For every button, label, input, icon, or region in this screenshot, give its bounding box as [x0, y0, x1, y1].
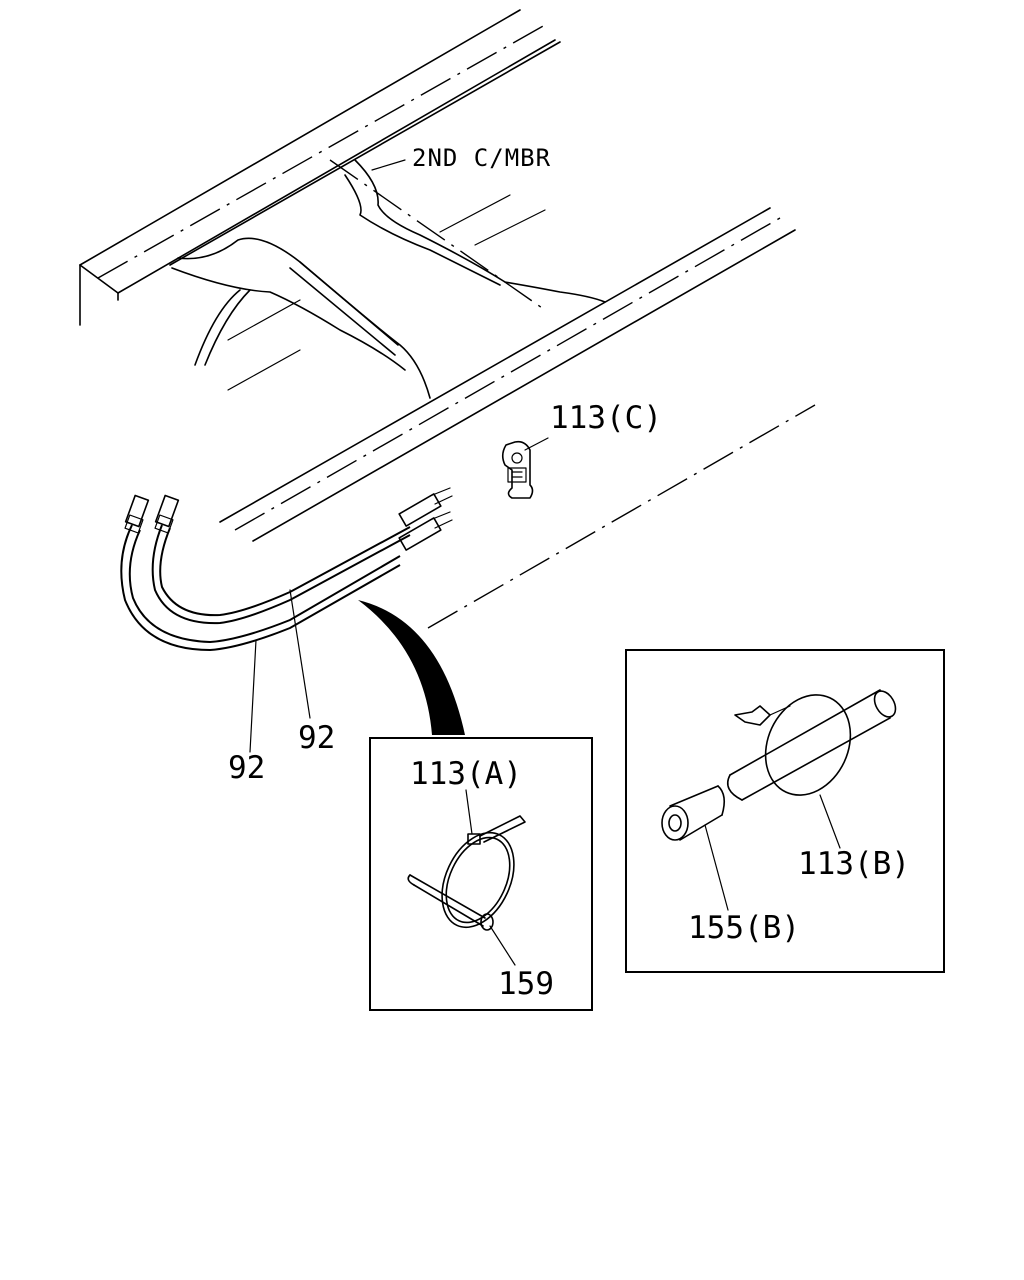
leader-second-crossmember — [371, 159, 406, 171]
label-clip-113c: 113(C) — [550, 400, 662, 436]
leader-band-113a — [465, 789, 473, 835]
detail-pointer-arrow — [358, 600, 465, 735]
label-second-crossmember: 2ND C/MBR — [412, 144, 551, 172]
leader-tube-155b — [704, 824, 729, 911]
label-band-113a: 113(A) — [410, 756, 522, 792]
label-tube-155b: 155(B) — [688, 910, 800, 946]
leader-hose-outer — [249, 639, 257, 753]
band-113b-illustration — [726, 689, 897, 801]
frame-rail — [79, 9, 561, 326]
label-hose-inner: 92 — [298, 720, 335, 756]
leader-hose-inner — [289, 589, 311, 719]
second-crossmember — [171, 159, 606, 399]
detail-box-a — [369, 737, 593, 1011]
label-part-159: 159 — [498, 966, 554, 1002]
label-band-113b: 113(B) — [798, 846, 910, 882]
leader-clip-113c — [524, 437, 549, 451]
leader-band-113b — [819, 794, 841, 849]
label-hose-outer: 92 — [228, 750, 265, 786]
leader-part-159 — [489, 925, 516, 966]
tube-155b-illustration — [661, 785, 726, 841]
detail-box-b — [625, 649, 945, 973]
lower-frame-rail — [219, 207, 816, 629]
clip-113c — [501, 440, 534, 499]
hose-pair — [120, 487, 453, 652]
band-113a-illustration — [407, 815, 526, 931]
